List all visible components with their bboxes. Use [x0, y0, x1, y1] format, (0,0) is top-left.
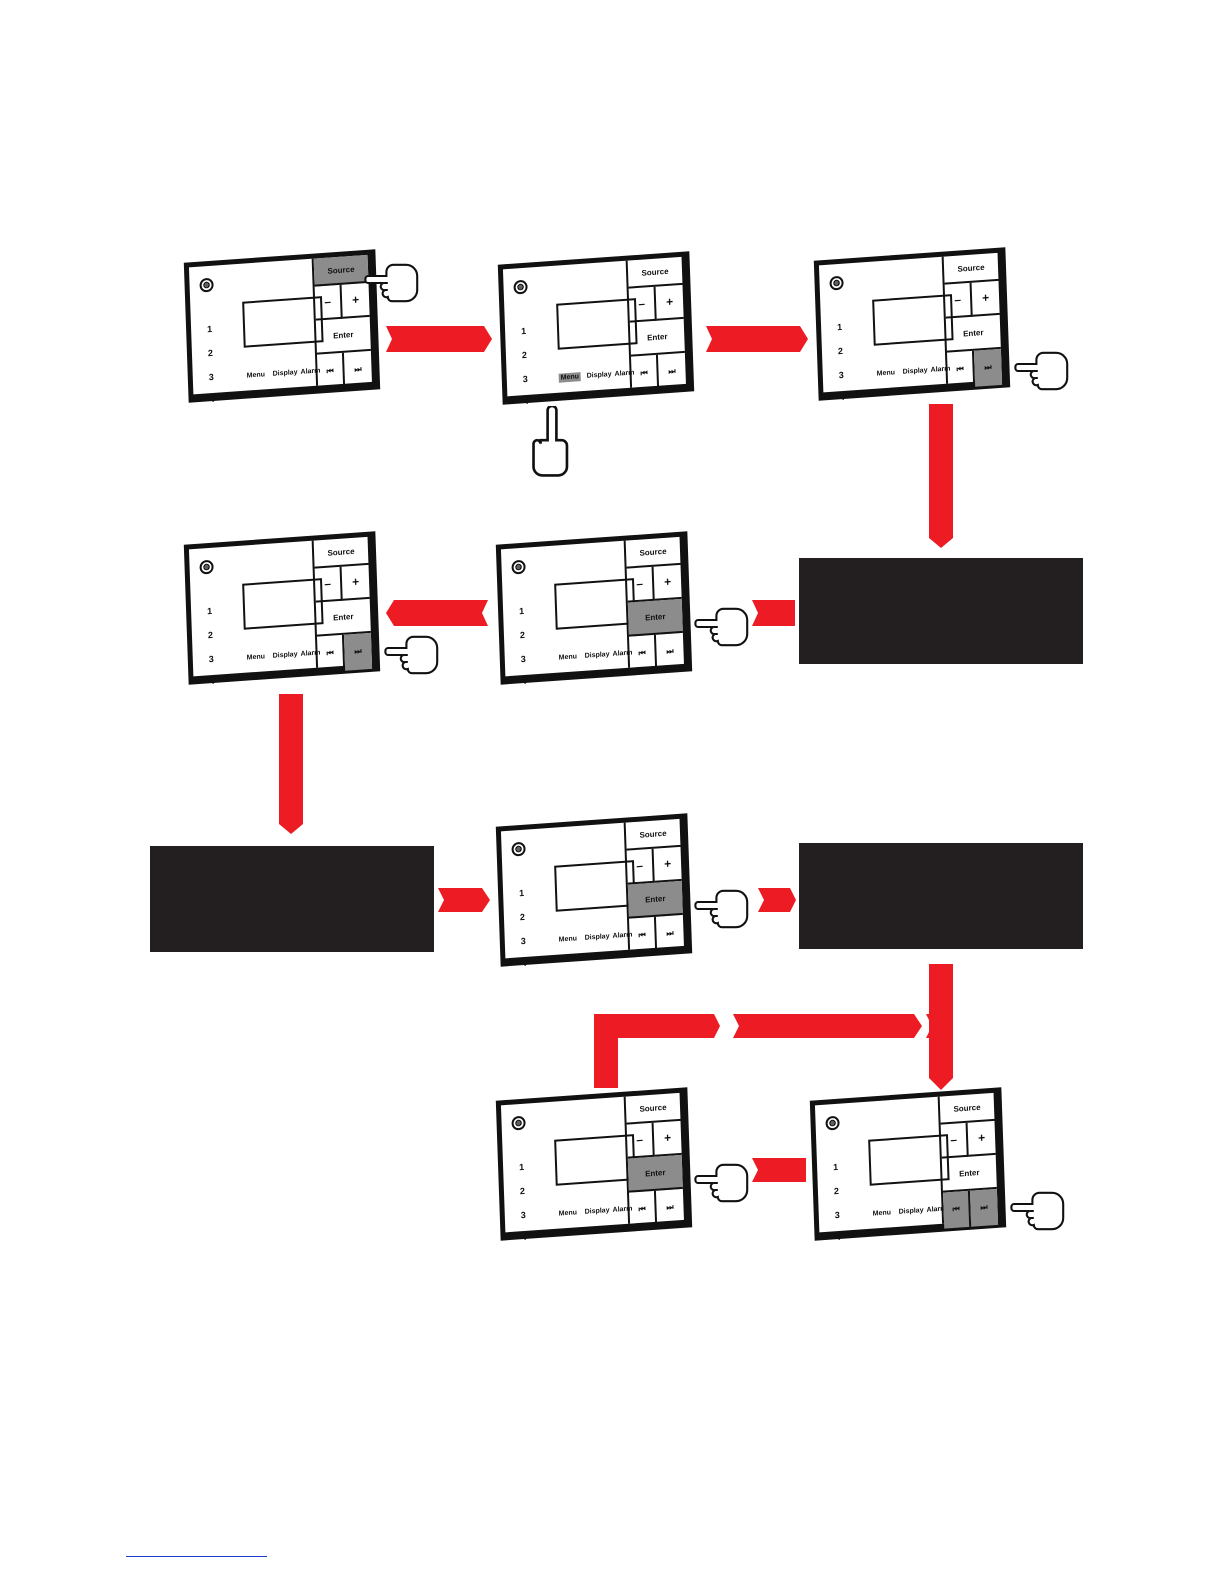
hand-step-6: [694, 884, 750, 934]
arrow-loop-up: [594, 1014, 720, 1088]
hand-step-7: [694, 1158, 750, 1208]
pointing-hand-icon: [1010, 1191, 1065, 1231]
arrow-down-2: [279, 694, 303, 834]
arrow-left-3: [752, 1158, 806, 1182]
pointing-hand-up-icon: [532, 404, 569, 477]
hand-step-8: [1010, 1186, 1066, 1236]
pointing-hand-icon: [364, 263, 419, 303]
arrow-down-3: [929, 964, 953, 1090]
arrow-right-1: [386, 326, 492, 352]
arrow-left-1: [752, 600, 795, 626]
pointing-hand-icon: [694, 1163, 749, 1203]
footer-link-line: [126, 1556, 267, 1557]
hand-step-4: [694, 602, 750, 652]
arrow-right-2: [706, 326, 808, 352]
hand-step-2: [530, 404, 574, 478]
hand-step-1: [364, 258, 420, 308]
pointing-hand-icon: [694, 889, 749, 929]
hand-step-3: [1014, 346, 1070, 396]
pointing-hand-icon: [694, 607, 749, 647]
arrow-loop-right: [733, 1014, 922, 1038]
pointing-hand-icon: [384, 635, 439, 675]
arrow-left-2: [386, 600, 488, 626]
hand-step-5: [384, 630, 440, 680]
arrow-down-1: [929, 404, 953, 548]
info-box-3: [799, 843, 1083, 949]
arrow-right-3: [438, 888, 490, 912]
pointing-hand-icon: [1014, 351, 1069, 391]
arrow-loop-tail: [926, 1014, 938, 1038]
info-box-1: [799, 558, 1083, 664]
arrow-right-4: [758, 888, 796, 912]
info-box-2: [150, 846, 434, 952]
